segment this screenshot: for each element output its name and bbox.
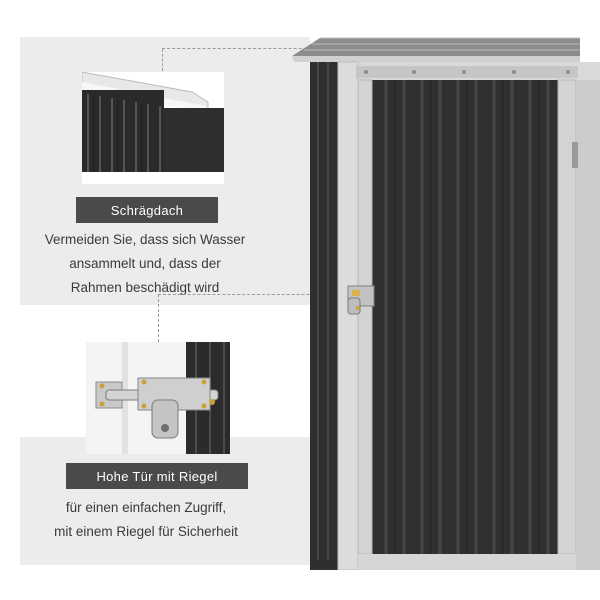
door-description-line: mit einem Riegel für Sicherheit <box>54 524 238 539</box>
door-feature-label: Hohe Tür mit Riegel <box>66 463 248 489</box>
latch-leader-line <box>158 294 159 342</box>
shed-product-image <box>280 30 600 571</box>
roof-detail-image <box>82 72 224 184</box>
latch-detail-image <box>86 342 230 454</box>
roof-description-line: Rahmen beschädigt wird <box>70 280 220 295</box>
feature-panel-door <box>20 437 310 565</box>
roof-feature-label: Schrägdach <box>76 197 218 223</box>
roof-description-line: Vermeiden Sie, dass sich Wasser <box>44 232 246 247</box>
roof-description-line: ansammelt und, dass der <box>69 256 221 271</box>
roof-leader-line <box>162 48 322 49</box>
roof-leader-line <box>162 49 163 71</box>
door-feature-description: für einen einfachen Zugriff, mit einem R… <box>20 496 272 544</box>
latch-leader-line <box>158 294 354 295</box>
roof-feature-description: Vermeiden Sie, dass sich Wasser ansammel… <box>20 228 270 300</box>
door-description-line: für einen einfachen Zugriff, <box>65 500 227 515</box>
